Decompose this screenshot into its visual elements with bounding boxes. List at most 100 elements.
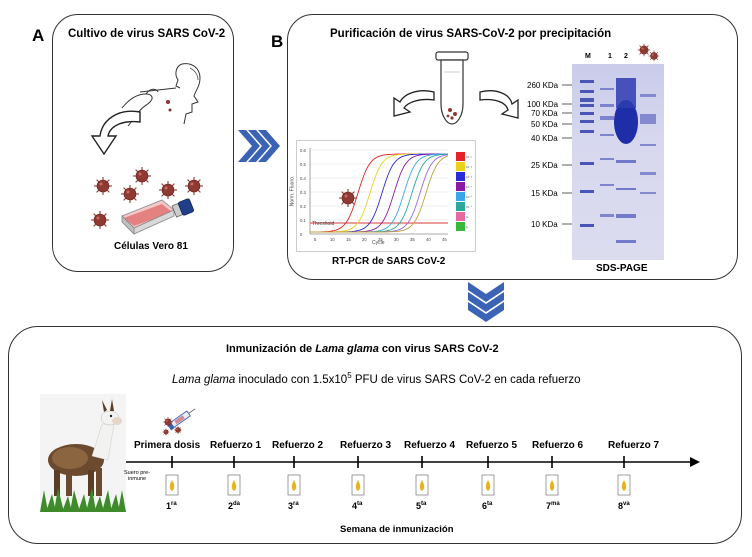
timeline-week-label: 6ta <box>482 501 492 511</box>
pcr-label: RT-PCR de SARS CoV-2 <box>332 256 446 267</box>
gel-marker-50: 50 KDa <box>531 120 558 129</box>
timeline-week-label: 8va <box>618 501 630 511</box>
subtitle-species: Lama glama <box>172 373 236 386</box>
pcr-y-tick: 0 <box>300 232 303 237</box>
pcr-y-tick: 0.5 <box>300 162 306 167</box>
timeline-week-label: 5ta <box>416 501 426 511</box>
curved-arrow-icon <box>90 110 141 156</box>
pcr-curve <box>310 155 449 233</box>
timeline-event-label: Refuerzo 3 <box>340 440 392 451</box>
pcr-x-tick: 10 <box>330 237 335 242</box>
gel-marker-100: 100 KDa <box>527 100 559 109</box>
nasal-swab-illustration <box>121 63 201 127</box>
week-number: 2 <box>228 501 234 511</box>
panel-a-letter: A <box>32 26 45 45</box>
pcr-x-tick: 45 <box>442 237 447 242</box>
pcr-x-axis-label: Cycle <box>372 240 385 246</box>
week-ordinal: ta <box>357 501 363 507</box>
panel-c <box>8 326 742 544</box>
svg-text:10⁻⁵: 10⁻⁵ <box>466 195 473 199</box>
pcr-legend: 10⁻¹10⁻²10⁻³ 10⁻⁴10⁻⁵10⁻⁶ C-C- <box>456 152 473 231</box>
subtitle-exponent: 5 <box>347 371 352 380</box>
panel-b-letter: B <box>271 32 284 51</box>
gel-marker-260: 260 KDa <box>527 81 559 90</box>
gel-lane-m: M <box>585 53 591 60</box>
culture-flask-icon <box>121 198 194 235</box>
gel-marker-15: 15 KDa <box>531 189 558 198</box>
pcr-y-tick: 0.3 <box>300 190 306 195</box>
pcr-x-tick: 40 <box>426 237 431 242</box>
timeline-week-label: 2da <box>228 501 240 511</box>
week-number: 4 <box>352 501 358 511</box>
week-number: 5 <box>416 501 422 511</box>
panel-c-subtitle: Lama glama inoculado con 1.5x105 PFU de … <box>172 371 580 386</box>
serum-tube-icon <box>545 474 559 496</box>
timeline-event-label: Refuerzo 6 <box>532 440 584 451</box>
svg-text:10⁻⁶: 10⁻⁶ <box>466 205 473 209</box>
pcr-y-tick: 0.4 <box>300 176 306 181</box>
svg-text:10⁻³: 10⁻³ <box>466 175 472 179</box>
week-ordinal: da <box>233 501 241 507</box>
timeline-event-label: Primera dosis <box>134 440 201 451</box>
subtitle-rest: PFU de virus SARS CoV-2 en cada refuerzo <box>351 373 581 386</box>
week-ordinal: ta <box>421 501 427 507</box>
chevron-right-arrow-icon <box>238 130 280 162</box>
pcr-x-tick: 35 <box>410 237 415 242</box>
panel-a-title: Cultivo de virus SARS CoV-2 <box>68 28 226 40</box>
week-ordinal: ma <box>551 501 560 507</box>
week-ordinal: ta <box>487 501 493 507</box>
pcr-y-tick: 0.6 <box>300 148 306 153</box>
pcr-x-tick: 20 <box>362 237 367 242</box>
gel-lane-2: 2 <box>624 53 628 60</box>
serum-tube-icon <box>227 474 241 496</box>
serum-tube-icon <box>165 474 179 496</box>
curved-arrow-right-icon <box>479 90 519 119</box>
gel-lane-1: 1 <box>608 53 612 60</box>
panel-b-title: Purificación de virus SARS-CoV-2 por pre… <box>330 28 612 40</box>
panel-c-title-species: Lama glama <box>315 343 379 355</box>
pcr-x-tick: 30 <box>394 237 399 242</box>
llama-image <box>40 394 126 512</box>
week-ordinal: va <box>623 501 630 507</box>
timeline-week-label: 3ra <box>288 501 299 511</box>
week-number: 1 <box>166 501 172 511</box>
week-number: 3 <box>288 501 294 511</box>
gel-marker-ticks <box>562 84 572 225</box>
gel-marker-70: 70 KDa <box>531 109 558 118</box>
serum-tube-icon <box>481 474 495 496</box>
virus-pair-icon <box>637 43 660 62</box>
svg-text:10⁻⁴: 10⁻⁴ <box>466 185 473 189</box>
timeline-event-label: Refuerzo 4 <box>404 440 456 451</box>
virus-icon <box>338 188 358 208</box>
pcr-x-tick: 15 <box>346 237 351 242</box>
cells-label: Células Vero 81 <box>114 241 188 252</box>
gel-marker-25: 25 KDa <box>531 161 558 170</box>
pcr-x-tick: 5 <box>314 237 317 242</box>
gel-marker-10: 10 KDa <box>531 220 558 229</box>
week-number: 7 <box>546 501 552 511</box>
serum-label: Suero pre-inmune <box>124 470 150 482</box>
timeline-axis <box>126 456 700 468</box>
week-number: 8 <box>618 501 624 511</box>
panel-c-title: Inmunización de Lama glama con virus SAR… <box>226 343 499 355</box>
centrifuge-tube-icon <box>435 51 469 125</box>
pcr-y-tick: 0.1 <box>300 218 306 223</box>
serum-tube-icon <box>351 474 365 496</box>
timeline-event-label: Refuerzo 1 <box>210 440 262 451</box>
pcr-y-axis-label: Norm. Fluoro. <box>289 175 296 207</box>
timeline-event-label: Refuerzo 2 <box>272 440 324 451</box>
timeline-event-label: Refuerzo 5 <box>466 440 518 451</box>
serum-tube-icon <box>617 474 631 496</box>
timeline-week-label: 7ma <box>546 501 560 511</box>
week-ordinal: ra <box>171 501 177 507</box>
timeline-title: Semana de inmunización <box>340 524 454 535</box>
chevron-down-arrow-icon <box>468 282 504 322</box>
pcr-threshold-label: Threshold <box>312 221 335 227</box>
svg-text:C-: C- <box>466 215 469 219</box>
pcr-y-tick: 0.2 <box>300 204 306 209</box>
gel-marker-40: 40 KDa <box>531 134 558 143</box>
timeline-event-label: Refuerzo 7 <box>608 440 660 451</box>
svg-text:10⁻¹: 10⁻¹ <box>466 155 472 159</box>
gel-bands <box>580 78 656 243</box>
